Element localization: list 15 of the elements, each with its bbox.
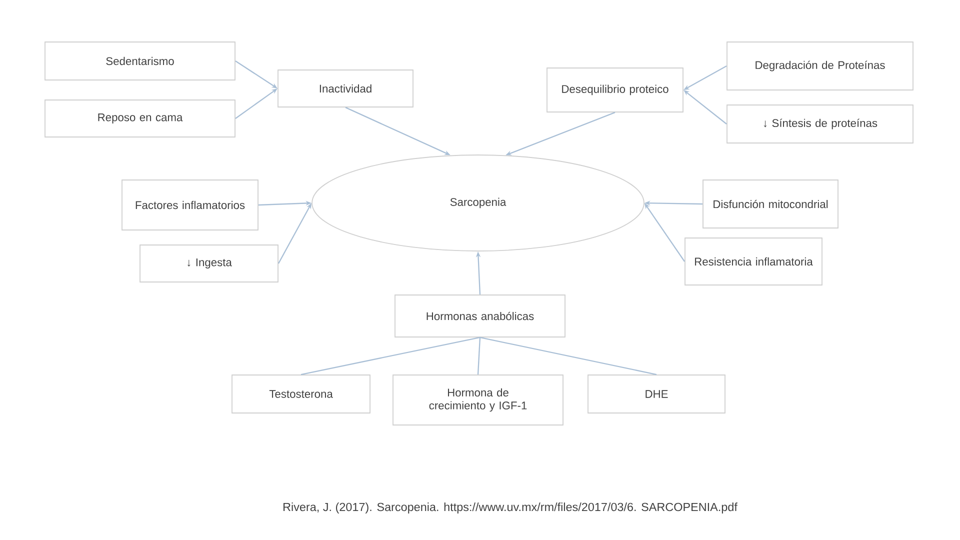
cause-box: Disfunción mitocondrial <box>702 180 838 228</box>
cause-box: Resistencia inflamatoria <box>684 238 822 286</box>
cause-box: Factores inflamatorios <box>122 180 258 230</box>
cause-box: Reposo en cama <box>44 100 236 138</box>
cause-box: Inactividad <box>278 70 414 108</box>
cause-box: ↓ Síntesis de proteínas <box>726 104 914 144</box>
cause-box: Degradación de Proteínas <box>726 42 914 90</box>
cause-box: Desequilibrio proteico <box>546 68 684 112</box>
cause-box: ↓ Ingesta <box>140 244 278 282</box>
cause-box: Hormona de crecimiento y IGF-1 <box>392 374 564 426</box>
caption: Rivera, J. (2017). Sarcopenia. https://www.uv.mx/rm/files/2017/03/6. SARCOPENIA.pdf <box>284 502 738 514</box>
cause-box: Sedentarismo <box>44 42 236 80</box>
cause-box: Testosterona <box>232 374 370 414</box>
cause-box: DHE <box>588 374 726 414</box>
cause-box: Hormonas anabólicas <box>394 294 566 338</box>
